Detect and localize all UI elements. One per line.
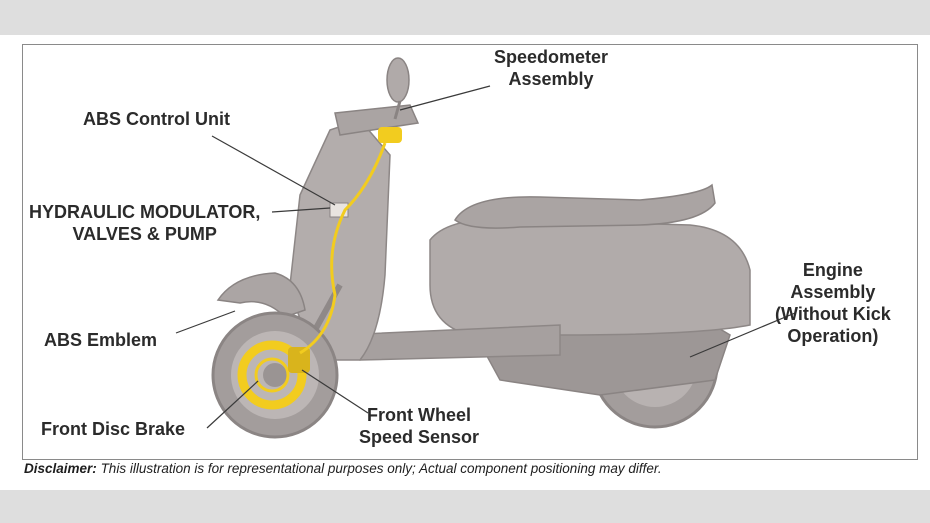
speedometer-assembly-label: Speedometer Assembly <box>494 46 608 90</box>
brake-line <box>299 142 387 355</box>
hydraulic-label-line1: HYDRAULIC MODULATOR, <box>29 202 261 222</box>
abs-emblem-label: ABS Emblem <box>44 330 158 350</box>
hydraulic-label-line2: VALVES & PUMP <box>72 224 217 244</box>
front-fender <box>216 272 306 318</box>
front-wheel-speed-sensor-label: Front Wheel Speed Sensor <box>359 404 479 448</box>
speedometer-label-line2: Assembly <box>508 69 594 89</box>
engine-label-line2: Assembly <box>790 282 876 302</box>
scooter-illustration <box>175 57 796 439</box>
speedometer-unit <box>378 127 402 143</box>
front-disc-brake-label: Front Disc Brake <box>41 419 186 439</box>
engine-label-line4: Operation) <box>787 326 879 346</box>
sensor-label-line1: Front Wheel <box>367 405 472 425</box>
brake-caliper <box>288 347 310 373</box>
engine-label-line3: (Without Kick <box>775 304 891 324</box>
diagram-canvas: Speedometer Assembly ABS Control Unit HY… <box>0 35 930 490</box>
engine-assembly-label: Engine Assembly (Without Kick Operation) <box>775 259 891 347</box>
engine-label-line1: Engine <box>802 260 863 280</box>
sensor-label-line2: Speed Sensor <box>359 427 480 447</box>
speedometer-label-line1: Speedometer <box>494 47 609 67</box>
disclaimer-prefix: Disclaimer: <box>24 461 97 476</box>
handlebar <box>334 104 420 136</box>
abs-components <box>237 127 402 410</box>
hydraulic-modulator-label: HYDRAULIC MODULATOR, VALVES & PUMP <box>29 201 260 245</box>
disclaimer-note: Disclaimer: This illustration is for rep… <box>24 461 662 476</box>
abs-control-unit-label: ABS Control Unit <box>83 109 230 129</box>
leader-lines <box>175 85 796 429</box>
seat <box>454 183 716 229</box>
front-wheel <box>211 311 339 439</box>
mirror <box>386 57 410 103</box>
brake-disc <box>237 340 307 410</box>
rear-body-panel <box>429 218 751 336</box>
diagram-frame <box>22 44 918 460</box>
disclaimer-text: This illustration is for representationa… <box>100 461 662 476</box>
